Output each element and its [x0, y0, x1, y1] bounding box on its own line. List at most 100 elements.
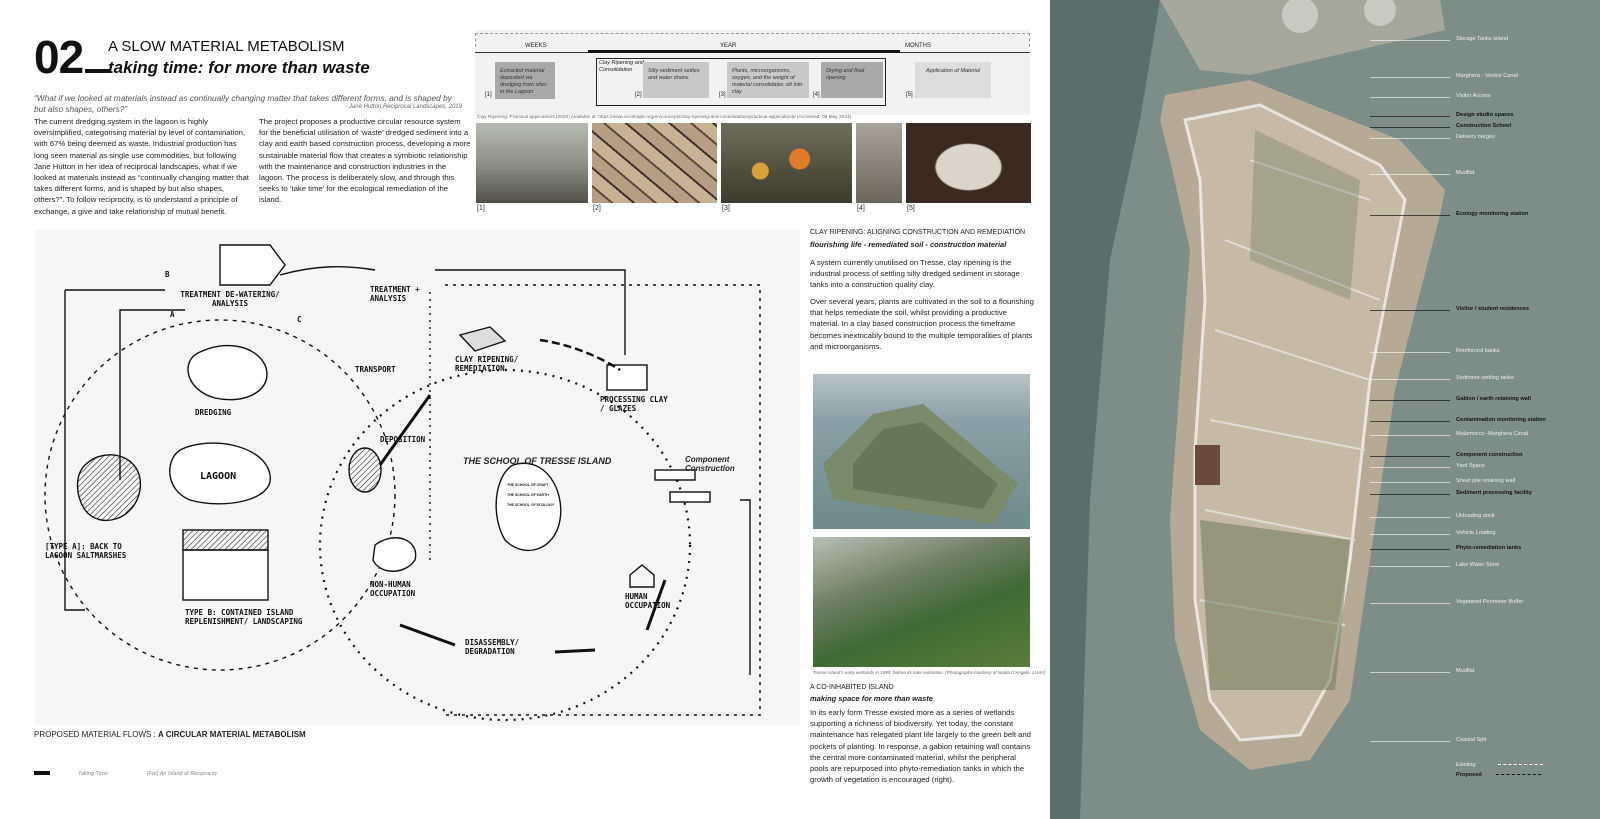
footer-right: [For] An Island of Reciprocity [147, 771, 218, 777]
map-label: Mudflat [1368, 170, 1475, 176]
label-a: A [170, 310, 175, 319]
label-type-b: Type B: contained island replenishment/ … [185, 608, 303, 626]
label-non-human: Non-human occupation [370, 580, 416, 598]
map-label: Gabion / earth retaining wall [1370, 396, 1531, 402]
map-label: Yard Space [1370, 463, 1485, 469]
photo-cracked-clay [592, 123, 717, 203]
footer-mark [34, 771, 50, 775]
label-processing: Processing clay / glazes [600, 395, 668, 413]
timeline-step-1: Extracted material deposited via dredgin… [495, 62, 555, 99]
label-deposition: Deposition [380, 435, 426, 444]
school-title: THE SCHOOL OF TRESSE ISLAND [463, 456, 612, 466]
photo-number: [3] [722, 205, 730, 212]
map-label: Ecology monitoring station [1369, 211, 1529, 217]
timeline-weeks: WEEKS [525, 43, 547, 49]
caption-plain: PROPOSED MATERIAL FLOWS : [34, 730, 159, 739]
map-label: Vegetated Perimeter Buffer [1369, 599, 1524, 605]
label-treatment-dewatering: Treatment de-watering/ analysis [180, 290, 280, 308]
material-flow-sketch: Treatment de-watering/ analysis B A C Tr… [35, 230, 800, 725]
citation: Clay Ripening: Practical applications (2… [477, 115, 852, 120]
map-label: Visitor Access [1370, 93, 1491, 99]
label-disassembly: Disassembly/ degradation [465, 638, 520, 656]
photo-number: [4] [857, 205, 865, 212]
photo-number: [1] [477, 205, 485, 212]
label-human: Human occupation [625, 592, 671, 610]
intro-col1: The current dredging system in the lagoo… [34, 117, 249, 216]
section-number: 02 [34, 30, 112, 84]
label-component-construction: Component Construction [685, 455, 735, 473]
island-body: In its early form Tresse existed more as… [810, 708, 1031, 785]
photo-planting [721, 123, 852, 203]
island-kicker: A CO-INHABITED ISLAND [810, 684, 894, 691]
step-number: [5] [906, 92, 913, 98]
photo-clay-block [856, 123, 902, 203]
step-number: [1] [485, 92, 492, 98]
map-label: Construction School [1369, 123, 1512, 129]
island-subtitle: making space for more than waste [810, 694, 933, 703]
map-label: Sheet pile retaining wall [1369, 478, 1516, 484]
label-treatment-analysis: Treatment + analysis [370, 285, 420, 303]
map-label: Sediment settling tanks [1370, 375, 1514, 381]
timeline-step-4: Drying and final ripening [821, 62, 883, 98]
legend-proposed: Proposed [1456, 772, 1541, 778]
label-dredging: Dredging [195, 408, 232, 417]
map-label: Reinforced banks [1370, 348, 1500, 354]
aerial-caption: Tresse Island's early wetlands in 1999, … [813, 670, 1046, 675]
photo-slip [906, 123, 1031, 203]
map-label: Contamination monitoring station [1370, 417, 1546, 423]
footer-left: Taking Time: [78, 771, 110, 777]
step-number: [2] [635, 92, 642, 98]
clay-p1: A system currently unutilised on Tresse,… [810, 258, 1020, 290]
label-b: B [165, 270, 170, 279]
timeline: WEEKS YEAR MONTHS Clay Ripening and Cons… [475, 30, 1030, 115]
legend-existing: Existing [1456, 762, 1543, 768]
school-list: THE SCHOOL OF CRAFT THE SCHOOL OF EARTH … [507, 480, 554, 510]
label-type-a: [Type A]: back to lagoon saltmarshes [45, 542, 127, 560]
clay-kicker: CLAY RIPENING: ALIGNING CONSTRUCTION AND… [810, 229, 1026, 236]
map-label: Marghera - Venice Canal [1370, 73, 1518, 79]
page-subtitle: taking time: for more than waste [108, 58, 370, 77]
map-label: Phyto-remediation tanks [1369, 545, 1522, 551]
label-c: C [297, 315, 302, 324]
map-label: Sediment processing facility [1370, 490, 1532, 496]
map-label: Unloading dock [1370, 513, 1495, 519]
site-map [1050, 0, 1600, 819]
step-number: [3] [719, 92, 726, 98]
timeline-step-5: Application of Material [915, 62, 991, 98]
map-label: Storage Tanks Island [1369, 36, 1509, 42]
school-item: THE SCHOOL OF ECOLOGY [507, 503, 555, 507]
map-label: Design studio spaces [1370, 112, 1514, 118]
photo-number: [5] [907, 205, 915, 212]
timeline-step-2: Silty sediment settles and water drains [643, 62, 709, 98]
map-label: Malamocco -Marghera Canal [1369, 431, 1529, 437]
timeline-group-label: Clay Ripening and Consolidation [599, 60, 644, 73]
timeline-year: YEAR [720, 43, 737, 49]
map-label: Delivery barges [1370, 134, 1495, 140]
quote-attribution: - Jane Hutton,Reciprocal Landscapes, 201… [345, 104, 462, 110]
photo-dredging [476, 123, 588, 203]
page-title: A SLOW MATERIAL METABOLISM [108, 38, 345, 55]
timeline-months: MONTHS [905, 43, 931, 49]
map-label: Coastal Spit [1369, 737, 1487, 743]
legend-existing-label: Existing [1456, 762, 1476, 768]
label-transport: Transport [355, 365, 396, 374]
map-label: Visitor / student residences [1370, 306, 1529, 312]
clay-p2: Over several years, plants are cultivate… [810, 297, 1034, 351]
timeline-step-3: Plants, microorganisms, oxygen, and the … [727, 62, 809, 98]
map-label: Component construction [1370, 452, 1523, 458]
label-clay-ripening: Clay ripening/ remediation [455, 355, 519, 373]
photo-number: [2] [593, 205, 601, 212]
legend-proposed-label: Proposed [1456, 772, 1482, 778]
clay-subtitle: flourishing life - remediated soil - con… [810, 240, 1007, 249]
sketch-caption: PROPOSED MATERIAL FLOWS : A CIRCULAR MAT… [34, 730, 306, 739]
school-item: THE SCHOOL OF EARTH [507, 493, 549, 497]
aerial-photo-recent [813, 374, 1030, 529]
caption-bold: A CIRCULAR MATERIAL METABOLISM [158, 730, 306, 739]
map-label: Lake Water Store [1369, 562, 1500, 568]
quote: “What if we looked at materials instead … [34, 93, 452, 114]
school-item: THE SCHOOL OF CRAFT [507, 483, 549, 487]
label-lagoon: Lagoon [200, 471, 237, 482]
intro-col2: The project proposes a productive circul… [259, 117, 471, 205]
map-label: Vehicle Loading [1371, 530, 1496, 536]
step-number: [4] [813, 92, 820, 98]
